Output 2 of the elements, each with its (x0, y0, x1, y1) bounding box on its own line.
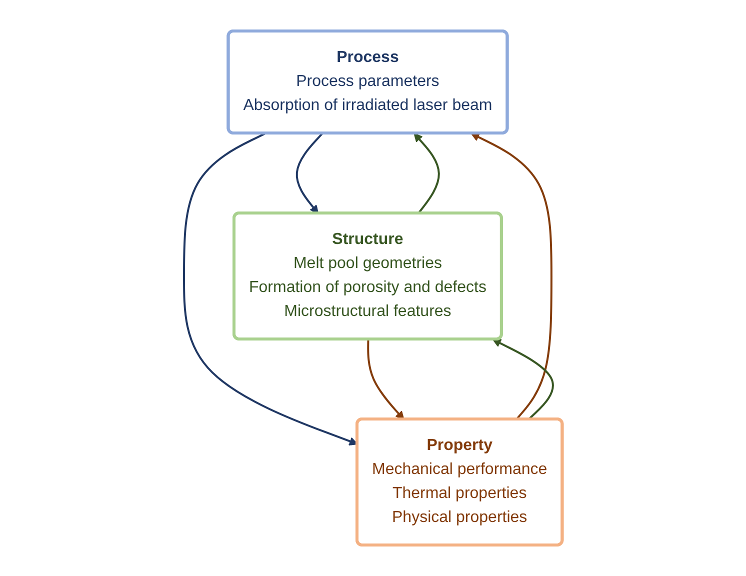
arrow (367, 339, 404, 420)
arrow (296, 132, 323, 214)
